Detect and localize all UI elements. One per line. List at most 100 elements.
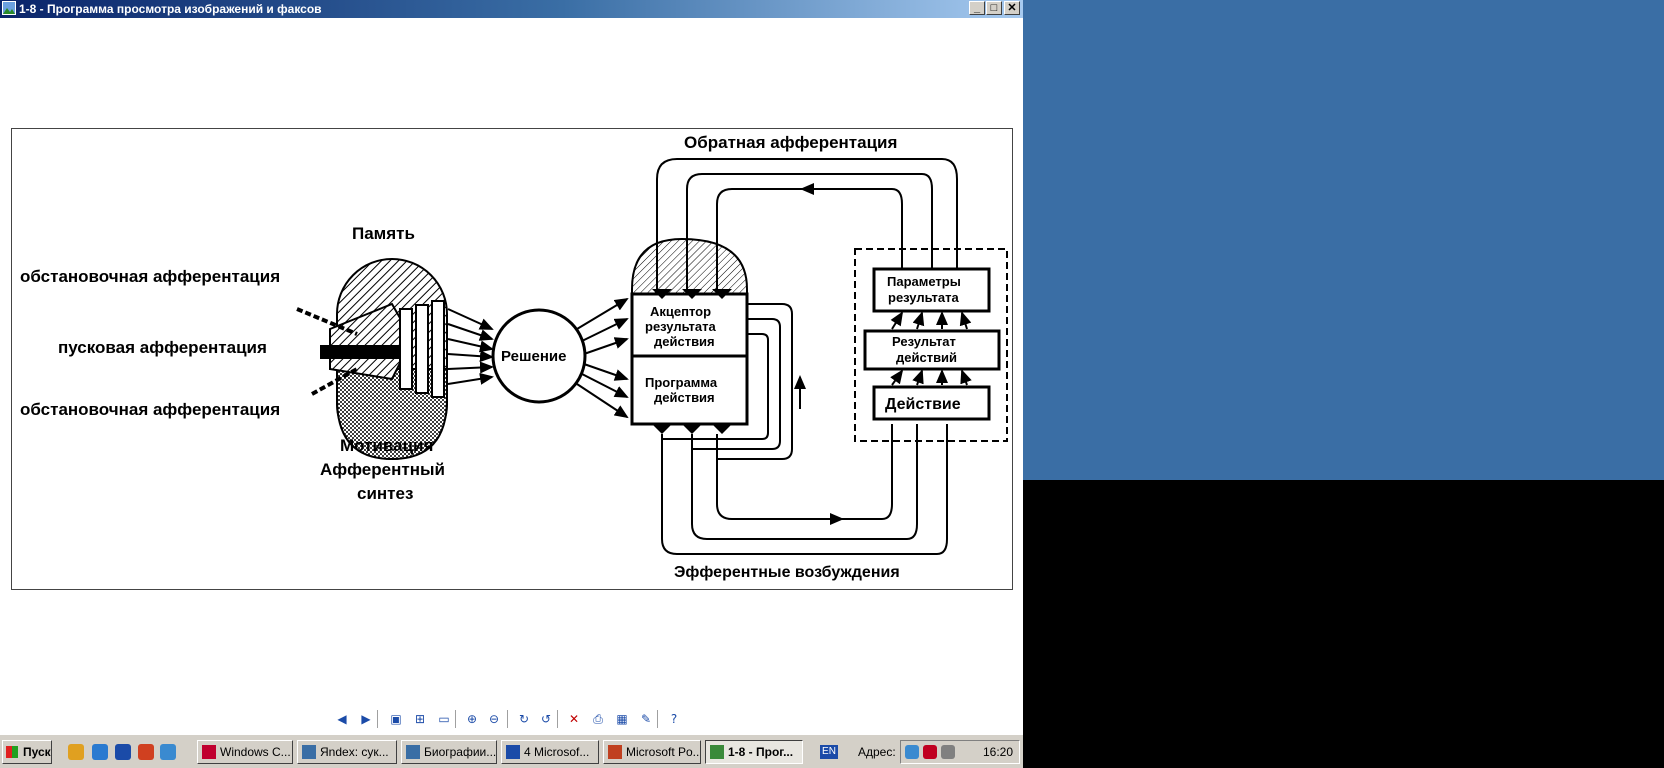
windows-logo-icon: [6, 746, 18, 758]
taskbar: Пуск Windows C... Яndex: сук... Биографии.…: [0, 734, 1023, 768]
label-action: Действие: [885, 396, 961, 413]
desktop-empty-area: [1023, 480, 1664, 768]
close-icon: ✕: [1007, 2, 1017, 14]
maximize-button[interactable]: □: [986, 1, 1002, 15]
task-app-icon: [302, 745, 316, 759]
rotate-counterclockwise-icon[interactable]: ↺: [540, 712, 552, 726]
params-box: [872, 267, 991, 313]
minimize-button[interactable]: _: [969, 1, 985, 15]
task-app-icon: [202, 745, 216, 759]
desktop-background: [1023, 0, 1664, 480]
image-viewer-icon: [2, 1, 16, 15]
label-motivation: Мотивация: [340, 436, 433, 455]
prev-image-icon[interactable]: ◀: [337, 712, 347, 726]
print-icon[interactable]: ⎙: [593, 712, 603, 726]
window-title: 1-8 - Программа просмотра изображений и …: [19, 2, 322, 16]
internet-explorer-icon[interactable]: [92, 744, 108, 760]
actual-size-icon[interactable]: ⊞: [414, 712, 426, 726]
label-trigger-afferentation: пусковая афферентация: [58, 338, 267, 357]
synthesis-to-decision-arrows: [447, 308, 494, 385]
toolbar-separator: [377, 710, 378, 728]
decision-to-blocks-arrows: [576, 297, 629, 419]
toolbar-separator: [455, 710, 456, 728]
label-acceptor-2: результата: [645, 319, 716, 334]
slideshow-icon[interactable]: ▭: [438, 712, 450, 726]
zoom-out-icon[interactable]: ⊖: [488, 712, 500, 726]
afferent-input-arrows: [296, 307, 358, 396]
viewer-toolbar: ◀ ▶ ▣ ⊞ ▭ ⊕ ⊖ ↻ ↺ ✕ ⎙ ▦ ✎?: [325, 708, 705, 730]
toolbar-separator: [657, 710, 658, 728]
label-afferent-synthesis-1: Афферентный: [320, 460, 445, 479]
label-result-1: Результат: [892, 334, 956, 349]
taskbar-task-button[interactable]: Microsoft Po...: [603, 740, 701, 764]
delete-icon[interactable]: ✕: [568, 712, 580, 726]
diagram-svg: Память обстановочная афферентация пусков…: [20, 133, 1008, 581]
browser-icon[interactable]: [160, 744, 176, 760]
task-app-icon: [608, 745, 622, 759]
help-icon[interactable]: ?: [670, 712, 678, 726]
language-indicator[interactable]: EN: [820, 745, 838, 759]
media-player-icon[interactable]: [68, 744, 84, 760]
save-floppy-icon[interactable]: [115, 744, 131, 760]
next-image-icon[interactable]: ▶: [361, 712, 371, 726]
taskbar-task-button[interactable]: 4 Microsof...: [501, 740, 599, 764]
zoom-in-icon[interactable]: ⊕: [466, 712, 478, 726]
afferent-synthesis-shape: [320, 258, 448, 461]
toolbar-separator: [507, 710, 508, 728]
label-program-1: Программа: [645, 375, 718, 390]
title-bar[interactable]: 1-8 - Программа просмотра изображений и …: [0, 0, 1023, 18]
rotate-clockwise-icon[interactable]: ↻: [518, 712, 530, 726]
taskbar-task-button[interactable]: Windows C...: [197, 740, 293, 764]
task-app-icon: [710, 745, 724, 759]
label-situational-afferentation-top: обстановочная афферентация: [20, 267, 280, 286]
close-button[interactable]: ✕: [1004, 1, 1020, 15]
result-internal-arrows: [890, 311, 972, 386]
task-label: Microsoft Po...: [626, 745, 701, 759]
clock: 16:20: [982, 745, 1013, 759]
label-memory: Память: [352, 224, 415, 243]
direction-arrows: [794, 183, 844, 525]
save-icon[interactable]: ▦: [616, 712, 628, 726]
start-button[interactable]: Пуск: [2, 740, 52, 764]
task-app-icon: [506, 745, 520, 759]
edit-icon[interactable]: ✎: [640, 712, 652, 726]
task-app-icon: [406, 745, 420, 759]
opera-icon[interactable]: [138, 744, 154, 760]
label-result-2: действий: [896, 350, 957, 365]
result-dashed-box: [854, 248, 1008, 442]
task-label: 4 Microsof...: [524, 745, 590, 759]
task-label: Windows C...: [220, 745, 291, 759]
image-viewer-window: 1-8 - Программа просмотра изображений и …: [0, 0, 1023, 734]
maximize-icon: □: [990, 2, 998, 14]
label-program-2: действия: [654, 390, 715, 405]
label-params-2: результата: [888, 290, 959, 305]
label-acceptor-3: действия: [654, 334, 715, 349]
address-label: Адрес:: [858, 745, 896, 759]
image-canvas[interactable]: Память обстановочная афферентация пусков…: [0, 18, 1023, 698]
taskbar-task-button[interactable]: Яndex: сук...: [297, 740, 397, 764]
action-box: [872, 385, 991, 421]
minimize-icon: _: [973, 2, 981, 14]
best-fit-icon[interactable]: ▣: [390, 712, 402, 726]
functional-system-diagram: Память обстановочная афферентация пусков…: [11, 128, 1013, 590]
toolbar-separator: [557, 710, 558, 728]
antivirus-icon[interactable]: [923, 745, 937, 759]
decision-node: [491, 308, 587, 404]
label-params-1: Параметры: [887, 274, 961, 289]
result-box: [863, 329, 1001, 371]
task-label: Биографии...: [424, 745, 497, 759]
acceptor-program-block: [630, 237, 749, 434]
system-tray: 16:20: [900, 740, 1020, 764]
task-label: Яndex: сук...: [320, 745, 389, 759]
label-acceptor-1: Акцептор: [650, 304, 711, 319]
label-feedback-afferentation: Обратная афферентация: [684, 133, 897, 152]
start-label: Пуск: [23, 745, 51, 759]
network-icon[interactable]: [905, 745, 919, 759]
taskbar-task-button[interactable]: Биографии...: [401, 740, 497, 764]
tray-app-icon[interactable]: [941, 745, 955, 759]
taskbar-task-button[interactable]: 1-8 - Прог...: [705, 740, 803, 764]
label-situational-afferentation-bottom: обстановочная афферентация: [20, 400, 280, 419]
label-afferent-synthesis-2: синтез: [357, 484, 413, 503]
label-efferent-excitations: Эфферентные возбуждения: [674, 564, 900, 581]
task-label: 1-8 - Прог...: [728, 745, 794, 759]
